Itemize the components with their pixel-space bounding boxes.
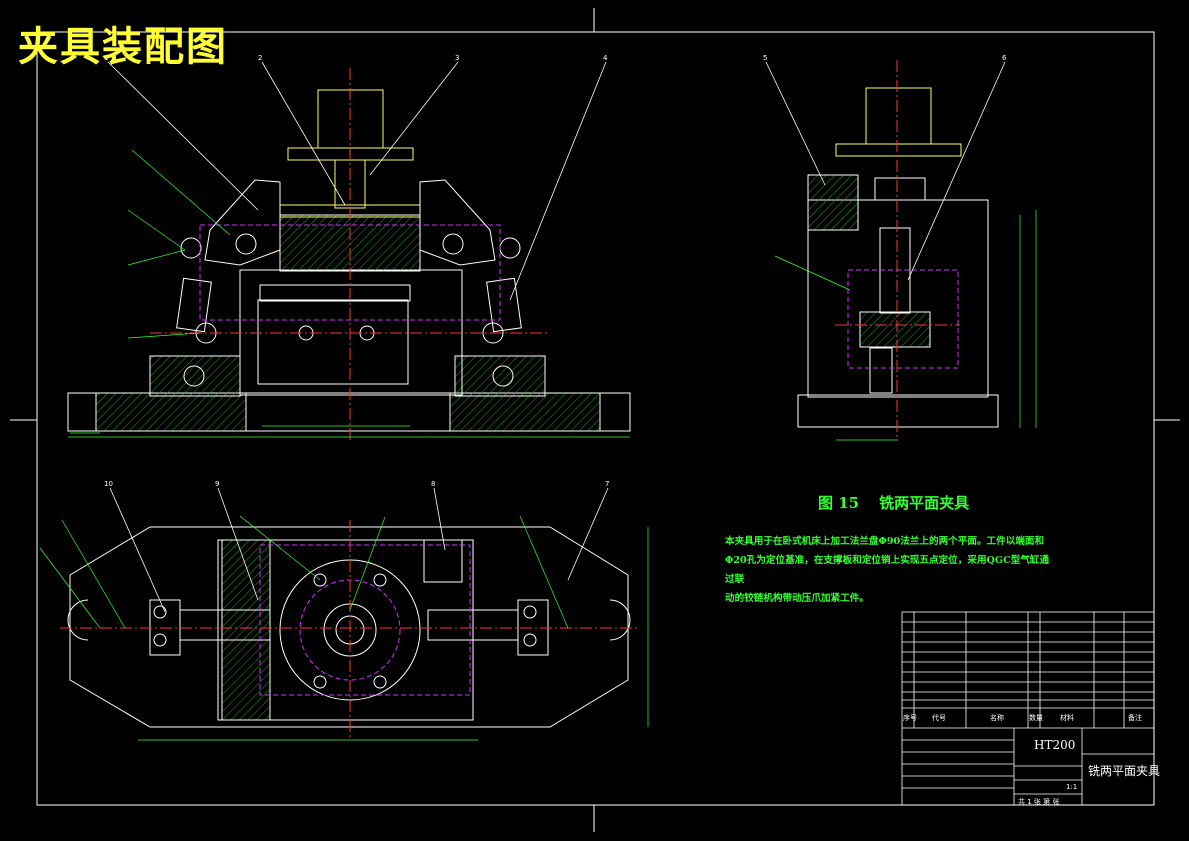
tb-material: HT200 (1034, 738, 1076, 752)
title-block (901, 611, 1155, 806)
tb-header-qty: 数量 (1029, 714, 1043, 722)
callout-10: 10 (104, 480, 113, 488)
figure-number: 图 15 (818, 494, 860, 512)
callout-5: 5 (763, 54, 767, 62)
tb-sheet: 共 1 张 第 张 (1018, 798, 1060, 806)
callout-1: 1 (104, 54, 108, 62)
callout-4: 4 (603, 54, 608, 62)
description-line-1: 本夹具用于在卧式机床上加工法兰盘Φ90法兰上的两个平面。工件以端面和 (725, 536, 1045, 547)
figure-name: 铣两平面夹具 (879, 494, 970, 512)
tb-drawing-name: 铣两平面夹具 (1088, 764, 1161, 778)
tb-header-name: 名称 (990, 714, 1004, 722)
tb-header-material: 材料 (1060, 714, 1074, 722)
callout-3: 3 (455, 54, 459, 62)
figure-caption: 图 15 铣两平面夹具 (818, 492, 989, 513)
tb-header-remark: 备注 (1128, 714, 1142, 722)
callout-7: 7 (605, 480, 609, 488)
side-view (765, 60, 1037, 441)
callout-8: 8 (431, 480, 435, 488)
callout-6: 6 (1002, 54, 1007, 62)
description-line-3: 动的铰链机构带动压爪加紧工件。 (725, 593, 869, 604)
tb-header-code: 代号 (932, 714, 946, 722)
tb-scale: 1:1 (1066, 783, 1078, 791)
callout-labels: 1 2 3 4 5 6 7 8 9 10 (104, 54, 1007, 488)
tb-header-seq: 序号 (903, 714, 917, 722)
drawing-frame (10, 8, 1180, 832)
description-line-2: Φ20孔为定位基准，在支撑板和定位销上实现五点定位，采用QGC型气缸通过联 (725, 555, 1050, 585)
drawing-title: 夹具装配图 (18, 24, 228, 70)
callout-2: 2 (258, 54, 262, 62)
front-view (67, 61, 631, 440)
top-view (39, 487, 649, 741)
technical-description: 本夹具用于在卧式机床上加工法兰盘Φ90法兰上的两个平面。工件以端面和 Φ20孔为… (725, 532, 1055, 608)
callout-9: 9 (215, 480, 219, 488)
